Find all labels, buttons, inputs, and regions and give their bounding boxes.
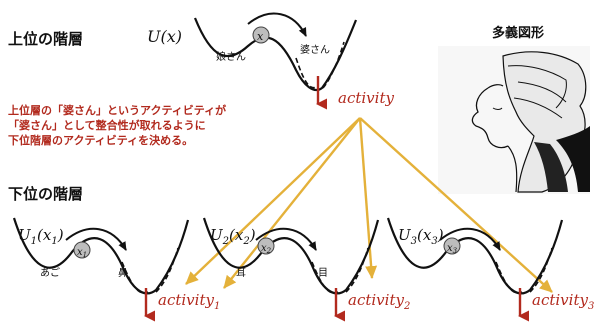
fan-arrow-4 [359,117,553,293]
upper-dashed-right [322,41,345,89]
note-line-1: 上位層の「婆さん」というアクティビティが [8,104,227,117]
well2-ball-label: x2 [261,243,272,255]
well2-left-label: 耳 [236,267,246,279]
well3-roll-arrow [439,227,501,251]
well3-ball-label: x3 [447,243,458,255]
lower-well-1: U1(x1) x1 あご 鼻 activity1 [12,217,220,322]
note: 上位層の「婆さん」というアクティビティが 「婆さん」として整合性が取れるように … [8,103,308,148]
well2-ball [257,237,275,255]
ambiguous-figure-svg [438,46,590,194]
lower-well-3: U3(x3) x3 activity3 [386,217,594,322]
upper-right-label: 婆さん [300,44,330,56]
well1-dashed-right [155,247,179,293]
well1-roll-arrow [65,227,127,251]
well2-activity-label: activity2 [348,291,410,312]
well1-right-label: 鼻 [118,266,128,279]
fan-arrows [185,117,553,293]
well2-func-label: U2(x2) [210,226,256,247]
fan-arrow-1 [185,117,361,285]
well2-right-label: 目 [318,268,328,279]
well1-ball-label: x1 [77,247,87,259]
lower-well-2: U2(x2) x2 耳 目 activity2 [202,217,410,322]
upper-left-label: 娘さん [216,50,246,63]
upper-heading: 上位の階層 [8,30,84,48]
well3-func-label: U3(x3) [398,226,444,247]
well1-activity-label: activity1 [158,291,220,312]
well1-ball [73,241,91,259]
upper-ball-label: x [257,30,264,43]
upper-ball [252,26,270,44]
ambiguous-figure-image [438,46,590,194]
well2-roll-arrow [255,227,317,251]
fan-arrow-2 [223,117,361,289]
well1-left-label: あご [40,266,60,279]
lower-heading: 下位の階層 [8,185,84,203]
upper-dashed-well [295,57,319,89]
upper-roll-arrow [247,12,307,37]
well1-curve [12,217,190,295]
upper-activity-label: activity [338,89,394,107]
note-line-3: 下位階層のアクティビティを決める。 [8,134,194,147]
well3-ball [443,237,461,255]
well2-curve [202,217,380,295]
upper-potential: U(x) x 娘さん 婆さん activity [147,12,394,110]
note-line-2: 「婆さん」として整合性が取れるように [8,119,206,132]
ambiguous-figure-title: 多義図形 [492,26,545,41]
fan-arrow-3 [358,117,378,279]
well2-dashed-right [345,247,369,293]
well3-curve [386,217,564,295]
well3-dashed-right [529,247,553,293]
well3-activity-label: activity3 [532,291,594,312]
upper-func-label: U(x) [147,27,182,46]
